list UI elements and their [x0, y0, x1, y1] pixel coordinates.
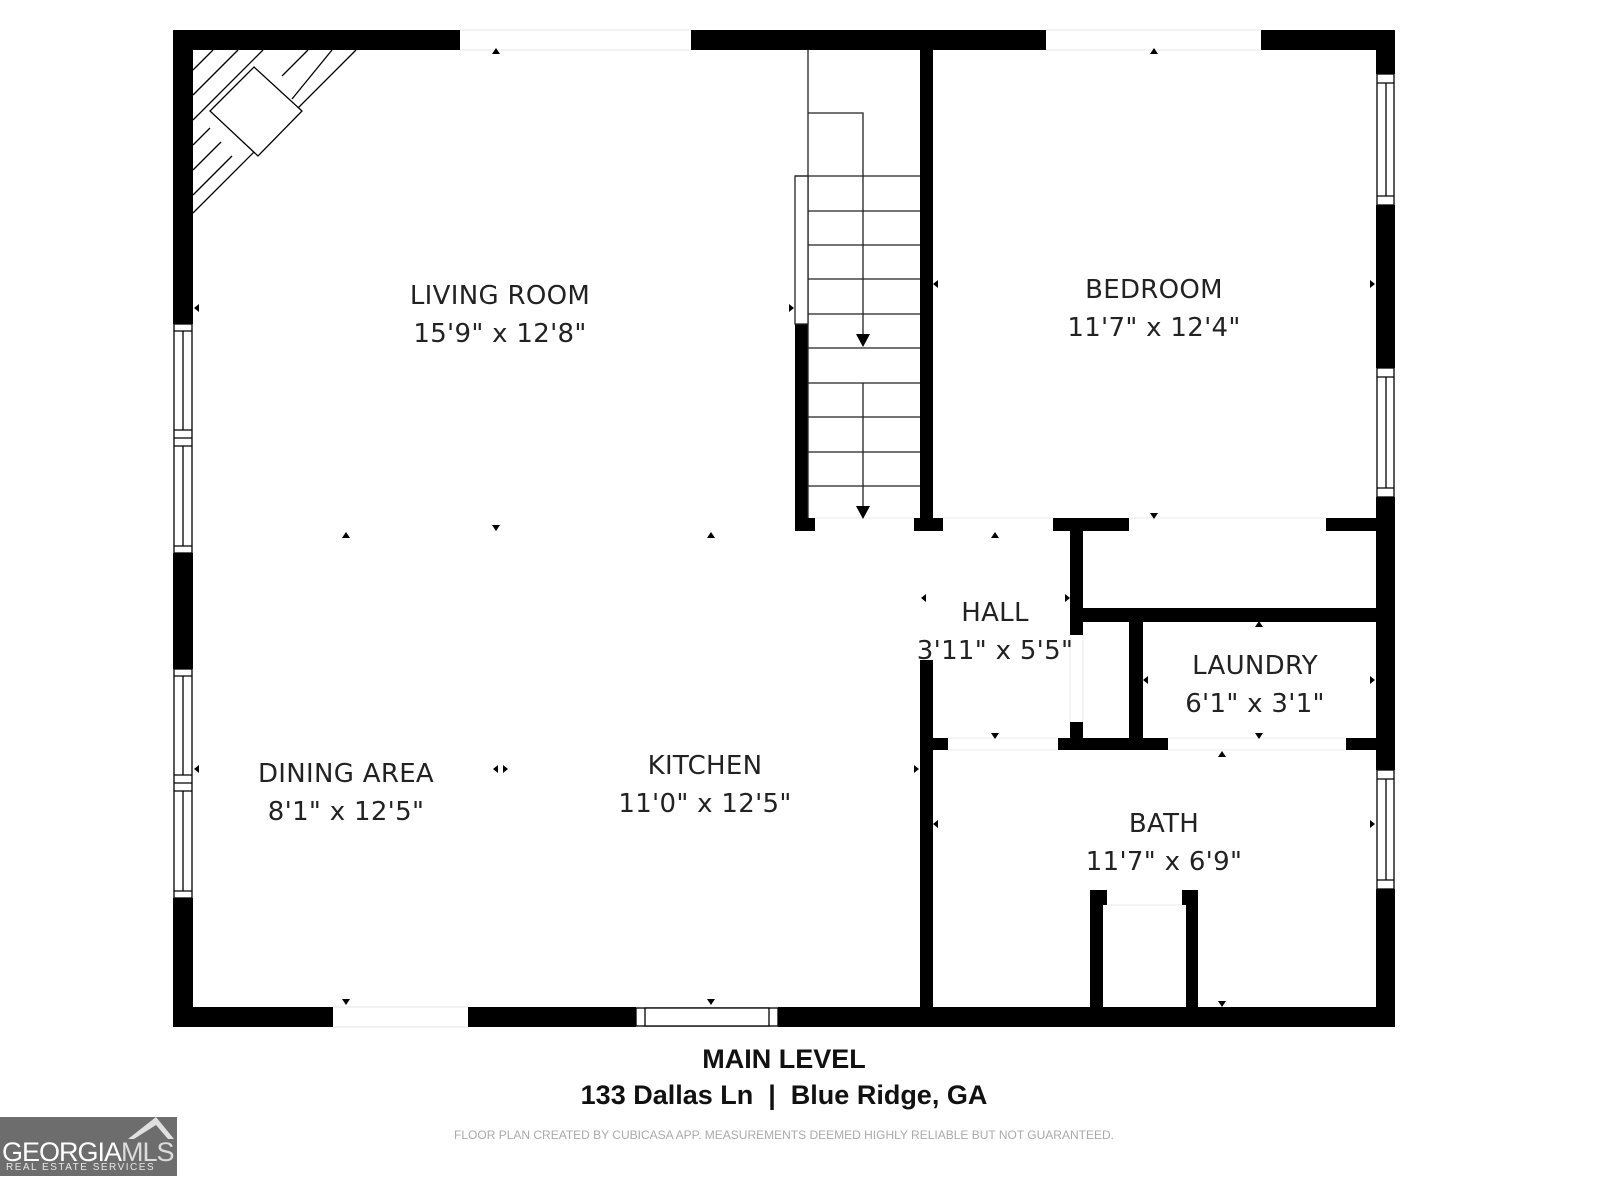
room-name: BEDROOM [1085, 275, 1223, 305]
roof-icon [128, 1117, 174, 1139]
dimension-markers [194, 48, 1375, 1007]
corner-fireplace-icon [192, 49, 357, 214]
room-dimensions: 11'0" x 12'5" [618, 789, 792, 819]
room-bedroom: BEDROOM 11'7" x 12'4" [1067, 271, 1240, 347]
room-bath: BATH 11'7" x 6'9" [1086, 805, 1242, 881]
disclaimer-text: FLOOR PLAN CREATED BY CUBICASA APP. MEAS… [454, 1128, 1114, 1142]
property-address: 133 Dallas Ln | Blue Ridge, GA [580, 1080, 988, 1110]
room-name: HALL [961, 598, 1029, 628]
staircase-down-icon [794, 50, 920, 518]
room-laundry: LAUNDRY 6'1" x 3'1" [1185, 647, 1325, 723]
level-title: MAIN LEVEL [702, 1044, 866, 1074]
brand-tagline: REAL ESTATE SERVICES [6, 1162, 156, 1173]
room-dimensions: 6'1" x 3'1" [1185, 689, 1325, 719]
room-name: KITCHEN [647, 751, 763, 781]
exterior-walls [173, 30, 1395, 1027]
interior-walls [795, 50, 1382, 1027]
room-living-room: LIVING ROOM 15'9" x 12'8" [410, 277, 590, 353]
room-dining-area: DINING AREA 8'1" x 12'5" [258, 755, 434, 831]
room-name: LAUNDRY [1192, 651, 1318, 681]
windows [173, 73, 1395, 1027]
brand-main: GEORGIA [2, 1137, 122, 1167]
room-kitchen: KITCHEN 11'0" x 12'5" [618, 747, 791, 823]
room-dimensions: 3'11" x 5'5" [916, 636, 1074, 666]
room-name: DINING AREA [257, 759, 435, 789]
floor-plan-drawing [173, 29, 1395, 1028]
room-dimensions: 15'9" x 12'8" [413, 319, 587, 349]
room-name: BATH [1128, 809, 1200, 839]
room-dimensions: 11'7" x 6'9" [1085, 847, 1243, 877]
brand-accent: MLS [121, 1137, 175, 1167]
georgia-mls-logo: GEORGIAMLS REAL ESTATE SERVICES [0, 1117, 177, 1176]
room-hall: HALL 3'11" x 5'5" [917, 594, 1073, 670]
room-dimensions: 11'7" x 12'4" [1067, 313, 1241, 343]
room-dimensions: 8'1" x 12'5" [267, 797, 425, 827]
room-name: LIVING ROOM [409, 281, 591, 311]
